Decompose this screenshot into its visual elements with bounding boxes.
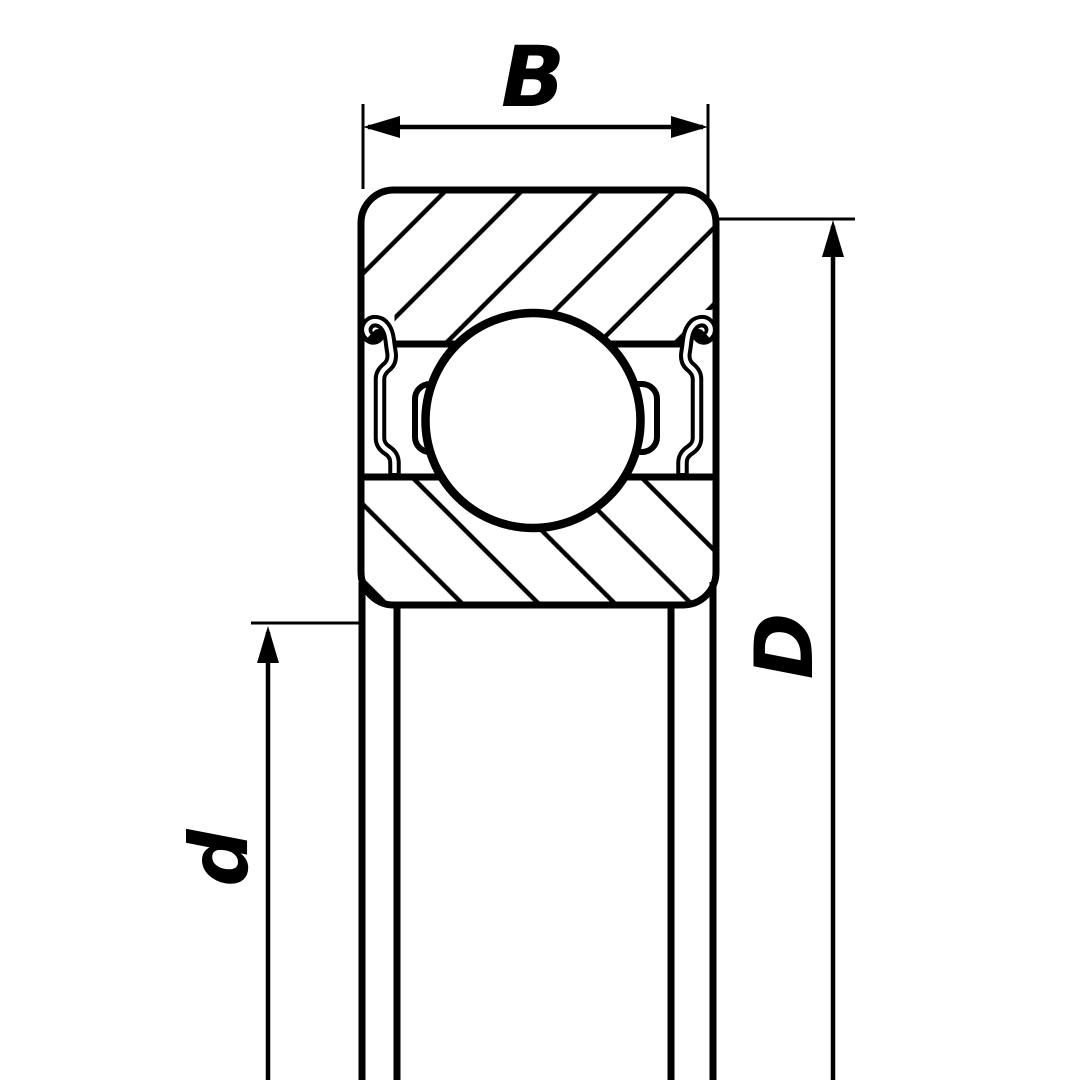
dim-B-arrow-left-icon (363, 116, 400, 138)
outer-ring-section (357, 186, 720, 348)
dim-D-arrow-up-icon (822, 220, 844, 257)
dimension-d: d (173, 621, 361, 1080)
dimension-B: B (361, 28, 710, 198)
dim-B-arrow-right-icon (671, 116, 708, 138)
ball (421, 308, 645, 533)
seal-left (359, 314, 401, 478)
dim-B-label: B (501, 28, 565, 126)
seal-right (676, 314, 718, 478)
dim-d-label: d (173, 829, 266, 887)
dimension-D: D (714, 217, 855, 1080)
dim-D-label: D (738, 613, 831, 679)
dim-d-arrow-up-icon (257, 626, 279, 663)
